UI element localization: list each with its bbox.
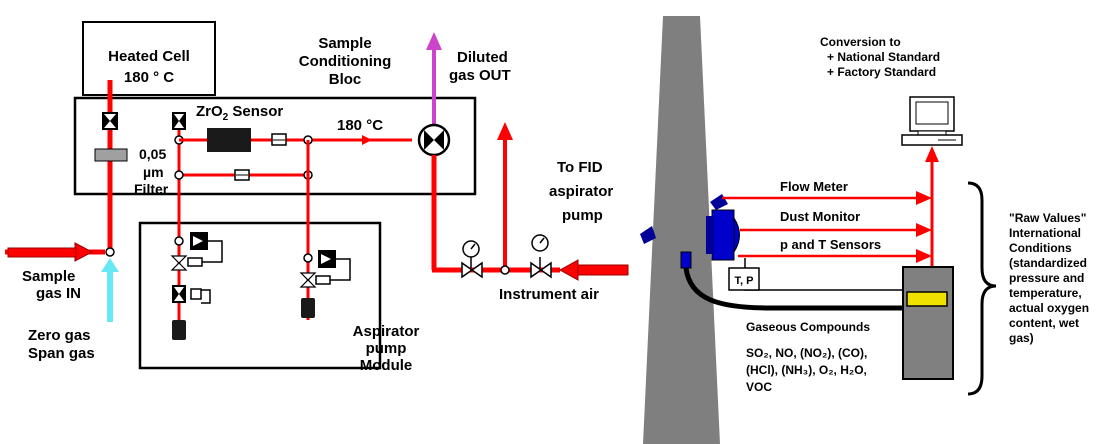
- pump-icon: [170, 232, 223, 271]
- conditioning-label-2: Conditioning: [299, 53, 391, 70]
- heated-sample-line: [683, 267, 903, 311]
- valve-icon: [102, 112, 118, 130]
- sample-in-junction: [105, 247, 115, 257]
- valve-icon: [530, 261, 552, 279]
- pump-icon: [299, 250, 351, 318]
- raw-values-2: International: [1009, 226, 1081, 240]
- raw-values-4: (standardized: [1009, 256, 1087, 270]
- instrument-air-arrow: [558, 259, 579, 281]
- span-gas-label: Span gas: [28, 345, 95, 362]
- tp-box: [728, 267, 760, 291]
- gaseous-line-4: VOC: [746, 380, 772, 394]
- conditioning-label-3: Bloc: [329, 71, 362, 88]
- filter-label-2: µm: [143, 164, 164, 180]
- zro2-sensor-label: ZrO2 Sensor: [196, 103, 283, 123]
- heated-cell-label: Heated Cell: [108, 48, 190, 65]
- zero-gas-label: Zero gas: [28, 327, 91, 344]
- instrument-air-label: Instrument air: [499, 286, 599, 303]
- conversion-label-3: + Factory Standard: [827, 65, 936, 79]
- conversion-label-2: + National Standard: [827, 50, 940, 64]
- filter-label-1: 0,05: [139, 146, 166, 162]
- temp-180-label: 180 °C: [337, 117, 383, 134]
- pump-icon: [172, 285, 211, 340]
- diluted-gas-label-2: gas OUT: [449, 67, 511, 84]
- filter-label-3: Filter: [134, 181, 169, 197]
- diluted-gas-label-1: Diluted: [457, 49, 508, 66]
- sample-gas-label-2: gas IN: [36, 285, 81, 302]
- raw-values-5: pressure and: [1009, 271, 1084, 285]
- flow-meter-label: Flow Meter: [780, 179, 848, 194]
- pressure-gauge-icon: [462, 240, 480, 268]
- to-fid-arrow: [497, 122, 513, 140]
- pt-sensors-label: p and T Sensors: [780, 237, 881, 252]
- zro2-sensor-block: [207, 128, 251, 152]
- zero-span-arrow: [101, 258, 119, 272]
- filter-block: [94, 148, 128, 162]
- analyzer-display: [906, 291, 948, 307]
- raw-values-6: temperature,: [1009, 286, 1082, 300]
- heated-cell-box: [82, 21, 216, 96]
- sample-in-arrow: [74, 242, 94, 262]
- tp-label: T, P: [735, 275, 754, 287]
- probe-top: [710, 194, 728, 210]
- gas-analyzer-cabinet: [902, 266, 954, 380]
- curly-brace: [967, 181, 997, 396]
- sample-probe: [680, 251, 692, 269]
- ejector-icon: [417, 123, 451, 157]
- raw-values-1: "Raw Values": [1009, 211, 1086, 225]
- dust-monitor-label: Dust Monitor: [780, 209, 860, 224]
- raw-values-8: content, wet: [1009, 316, 1079, 330]
- to-fid-label-3: pump: [562, 207, 603, 224]
- valve-icon: [461, 261, 483, 279]
- gaseous-line-2: SO₂, NO, (NO₂), (CO),: [746, 346, 867, 360]
- to-fid-label-2: aspirator: [549, 183, 613, 200]
- diluted-gas-arrow: [426, 32, 442, 50]
- to-fid-label-1: To FID: [557, 159, 603, 176]
- valve-icon: [172, 112, 186, 130]
- pressure-gauge-icon: [531, 234, 549, 268]
- aspirator-label-1: Aspirator: [353, 323, 420, 340]
- dust-monitor-icon: [706, 209, 740, 261]
- conditioning-bloc-box: [73, 96, 477, 196]
- aspirator-label-3: Module: [360, 357, 413, 374]
- sample-gas-label-1: Sample: [22, 268, 75, 285]
- computer-icon: [901, 96, 963, 146]
- raw-values-7: actual oxygen: [1009, 301, 1089, 315]
- gaseous-title: Gaseous Compounds: [746, 320, 870, 334]
- chimney-stack: [643, 16, 720, 444]
- raw-values-9: gas): [1009, 331, 1034, 345]
- raw-values-3: Conditions: [1009, 241, 1072, 255]
- conversion-label-1: Conversion to: [820, 35, 901, 49]
- aspirator-label-2: pump: [366, 340, 407, 357]
- gaseous-line-3: (HCl), (NH₃), O₂, H₂O,: [746, 363, 867, 377]
- heated-cell-temp: 180 ° C: [124, 69, 174, 86]
- conditioning-label-1: Sample: [318, 35, 371, 52]
- probe-left: [640, 226, 656, 244]
